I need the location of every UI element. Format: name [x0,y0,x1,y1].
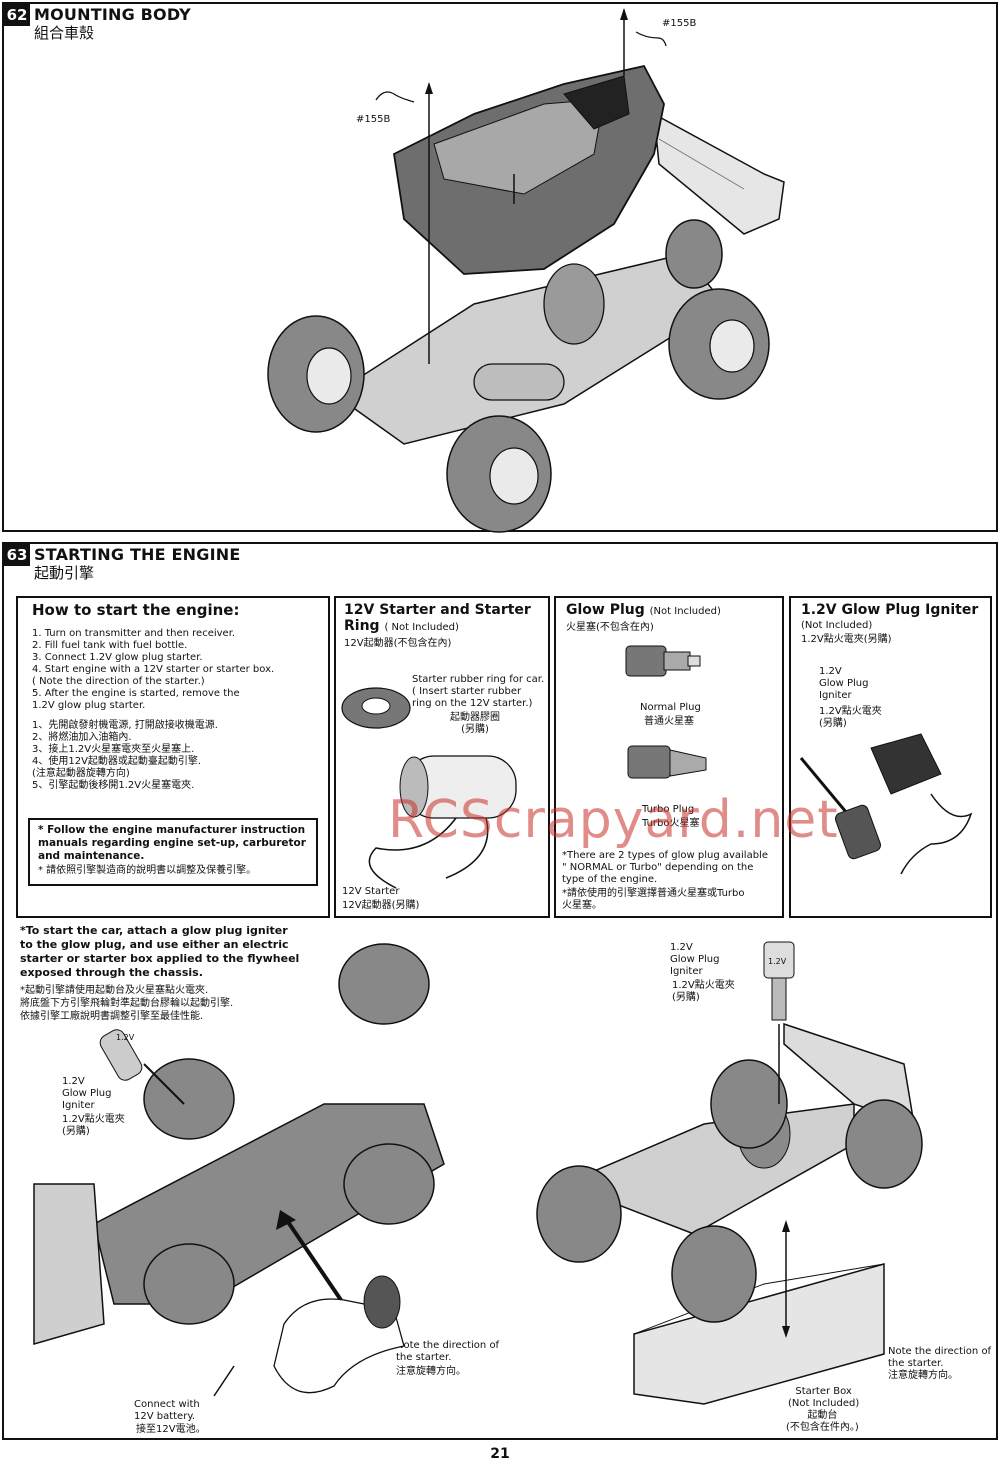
normal-plug-zh: 普通火星塞 [644,716,694,727]
igniter-illustration [799,733,973,875]
igniter-label-zh: 1.2V點火電夾 (另購) [819,706,882,729]
starter-box-label: Starter Box (Not Included) [788,1386,860,1409]
starter-box-zh: 起動台 (不包含在件內。) [786,1410,859,1433]
starting-engine-illustration: 1.2V 1.2V [33,941,923,1405]
battery-label: Connect with 12V battery. [134,1399,200,1422]
step-number: 62 [4,4,30,26]
glow-plug-box: Glow Plug (Not Included) 火星塞(不包含在內) Norm… [554,596,784,918]
ring-zh: 起動器膠圈 (另購) [450,712,500,735]
list-item: 1. Turn on transmitter and then receiver… [32,628,236,639]
starter-box: 12V Starter and Starter Ring ( Not Inclu… [334,596,550,918]
how-to-title: How to start the engine: [32,601,240,619]
step-title: MOUNTING BODY [34,5,191,24]
starter-label-zh: 12V起動器(另購) [342,900,420,911]
starter-illustration [341,687,517,889]
left-igniter-tag: 1.2V [116,1033,135,1042]
part-label-left: #155B [356,114,391,125]
right-igniter-tag: 1.2V [768,957,787,966]
starter-title-note: ( Not Included) [384,622,459,633]
glow-note-zh: *請依使用的引擎選擇普通火星塞或Turbo 火星塞。 [562,888,745,911]
glow-igniter-box: 1.2V Glow Plug Igniter (Not Included) 1.… [789,596,992,918]
battery-zh: 接至12V電池。 [136,1424,206,1435]
step-62-panel: 62 MOUNTING BODY 組合車殼 #155B #155B [2,2,998,533]
direction-label-right: Note the direction of the starter. [888,1346,992,1369]
list-item: 5、引擎起動後移開1.2V火星塞電夾. [32,780,195,791]
manufacturer-note: * Follow the engine manufacturer instruc… [28,818,318,886]
note-en: * Follow the engine manufacturer instruc… [38,824,306,862]
note-zh: * 請依照引擎製造商的說明書以調整及保養引擎。 [38,865,257,876]
step-63-panel: 63 STARTING THE ENGINE 起動引擎 How to start… [2,542,998,1440]
normal-plug-label: Normal Plug [640,702,701,713]
list-item: 2、將燃油加入油箱內. [32,732,132,743]
right-igniter-label: 1.2V Glow Plug Igniter [670,942,720,977]
direction-zh-left: 注意旋轉方向。 [396,1366,466,1377]
starter-zh: 12V起動器(不包含在內) [344,638,452,649]
turbo-plug-zh: Turbo火星塞 [642,818,700,829]
normal-plug-icon [625,645,701,677]
part-label-right: #155B [662,18,697,29]
starter-title: 12V Starter and Starter Ring [344,602,531,634]
left-igniter-icon: 1.2V [99,1029,185,1105]
list-item: 2. Fill fuel tank with fuel bottle. [32,640,188,651]
left-igniter-label: 1.2V Glow Plug Igniter [62,1076,112,1111]
direction-zh-right: 注意旋轉方向。 [888,1370,958,1381]
watermark: RCScrapyard.net [388,790,839,850]
list-item: 1、先開啟發射機電源, 打開啟接收機電源. [32,720,218,731]
ring-label: Starter rubber ring for car. ( Insert st… [412,674,545,709]
igniter-zh: 1.2V點火電夾(另購) [801,634,892,645]
igniter-title: 1.2V Glow Plug Igniter [801,602,979,618]
starter-label: 12V Starter [342,886,400,897]
bottom-instruction-zh: *起動引擎請使用起動台及火星塞點火電夾. 將底盤下方引擎飛輪對準起動台膠輪以起動… [20,985,234,1022]
list-item: 3. Connect 1.2V glow plug starter. [32,652,203,663]
glow-title: Glow Plug [566,602,645,618]
list-item: 4、使用12V起動器或起動臺起動引擎. (注意起動器旋轉方向) [32,756,202,779]
step-subtitle: 起動引擎 [34,564,95,582]
left-igniter-zh: 1.2V點火電夾 (另購) [62,1114,125,1137]
buggy-body-illustration [267,8,785,533]
list-item: 3、接上1.2V火星塞電夾至火星塞上. [32,744,195,755]
page-number: 21 [490,1446,510,1462]
step-title: STARTING THE ENGINE [34,545,241,564]
direction-label-left: Note the direction of the starter. [396,1340,500,1363]
glow-title-note: (Not Included) [649,606,721,617]
how-to-steps-en: 1. Turn on transmitter and then receiver… [32,628,314,712]
bottom-instruction-en: *To start the car, attach a glow plug ig… [20,924,300,979]
turbo-plug-label: Turbo Plug [642,804,695,815]
glow-note-en: *There are 2 types of glow plug availabl… [562,850,768,885]
glow-plug-illustration [625,645,707,779]
list-item: 4. Start engine with a 12V starter or st… [32,664,275,687]
turbo-plug-icon [627,745,707,779]
igniter-label: 1.2V Glow Plug Igniter [819,666,869,701]
step-subtitle: 組合車殼 [34,24,95,42]
right-igniter-zh: 1.2V點火電夾 (另購) [672,980,735,1003]
step-number: 63 [4,544,30,566]
list-item: 5. After the engine is started, remove t… [32,688,240,711]
glow-zh: 火星塞(不包含在內) [566,622,654,633]
how-to-start-box: How to start the engine: 1. Turn on tran… [16,596,330,918]
igniter-title-note: (Not Included) [801,620,873,631]
right-igniter-icon: 1.2V [763,941,795,1021]
how-to-steps-zh: 1、先開啟發射機電源, 打開啟接收機電源. 2、將燃油加入油箱內. 3、接上1.… [32,720,314,792]
